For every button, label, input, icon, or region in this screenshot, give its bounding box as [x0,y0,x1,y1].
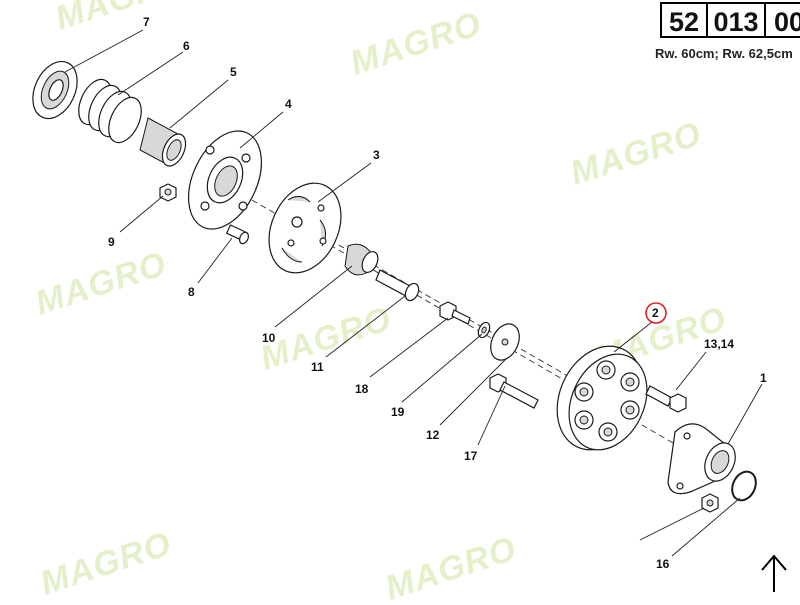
watermark: MAGRO [381,530,521,600]
watermark: MAGRO [346,5,486,83]
leader-lines [64,29,763,557]
part-11-bolt [375,269,420,302]
watermark: MAGRO [31,245,171,323]
part-13-14-bolt [645,385,687,413]
callout-10[interactable]: 10 [262,331,276,345]
watermark: MAGRO [51,0,191,38]
callout-15[interactable]: 16 [656,557,670,571]
part-3-coupling-plate [268,182,342,274]
callout-17[interactable]: 18 [355,382,369,396]
part-7-seal [32,60,78,120]
part-2-flex-coupling-disc [556,345,648,451]
part-1-yoke-flange [667,423,736,495]
part-6-spring [78,78,142,144]
part-5-splined-sleeve [139,117,187,167]
callout-3[interactable]: 3 [373,148,380,162]
callout-4[interactable]: 4 [285,97,292,111]
callout-12[interactable]: 12 [426,428,440,442]
watermark: MAGRO [36,525,176,600]
callout-16[interactable]: 17 [464,449,478,463]
callout-7[interactable]: 7 [143,15,150,29]
watermark: MAGRO [566,115,706,193]
secondary-axis [329,239,611,401]
part-15-o-ring [731,470,757,502]
part-12-disc-spacer [490,323,520,361]
callout-1[interactable]: 1 [760,371,767,385]
catalog-code-part-1: 52 [660,2,708,38]
part-16-long-bolt [489,373,539,409]
part-19-nut [701,493,719,513]
part-4-flange-hub [188,130,262,230]
callout-2[interactable]: 2 [652,306,659,320]
callout-6[interactable]: 6 [183,39,190,53]
up-arrow-icon [761,554,787,592]
part-18-washer [477,321,491,339]
watermark: MAGRO [256,300,396,378]
callout-13-14[interactable]: 13,14 [704,337,734,351]
callout-11[interactable]: 11 [311,360,324,374]
callout-9[interactable]: 9 [108,235,115,249]
part-9-nut [159,183,177,202]
highlight-circle [645,302,667,324]
catalog-code-part-3: 00 [764,2,800,38]
part-8-screw [225,224,250,245]
callout-8[interactable]: 8 [188,285,195,299]
variant-text: Rw. 60cm; Rw. 62,5cm [655,46,793,61]
callout-labels: 7 6 5 4 3 9 8 10 11 18 19 12 17 13,14 1 … [108,15,767,571]
callout-5[interactable]: 5 [230,65,237,79]
part-17-small-bolt [439,301,471,325]
part-10-rubber-bushing [344,243,379,276]
watermark-layer: MAGRO MAGRO MAGRO MAGRO MAGRO MAGRO MAGR… [31,0,731,605]
catalog-code-part-2: 013 [706,2,766,38]
callout-18[interactable]: 19 [391,405,405,419]
